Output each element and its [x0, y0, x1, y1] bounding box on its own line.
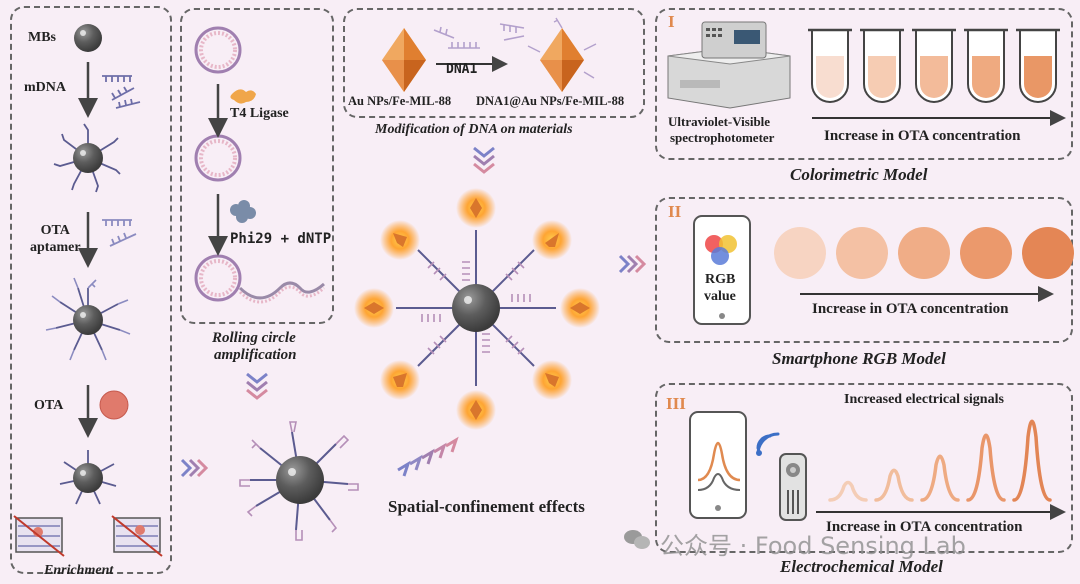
chevron-right-icon [180, 458, 209, 478]
glowing-au-np [354, 188, 600, 430]
smartphone-voltammogram-icon [689, 411, 747, 519]
test-tube [1016, 28, 1060, 103]
test-tube [964, 28, 1008, 103]
chevron-down-icon [473, 146, 495, 174]
value-label: value [704, 289, 736, 304]
instrument-label-line2: spectrophotometer [670, 130, 775, 145]
modification-caption: Modification of DNA on materials [375, 122, 573, 137]
mbs-label: MBs [28, 30, 56, 45]
smartphone-rgb-icon [693, 215, 751, 325]
enrichment-panel [10, 6, 172, 574]
rgb-color-circle [960, 227, 1012, 279]
current-peak [966, 433, 1006, 502]
screen-printed-electrode-icon [779, 453, 807, 521]
discarded-complex-icon [111, 515, 163, 557]
rca-product-bead [239, 421, 359, 541]
au-np-label: Au NPs/Fe-MIL-88 [348, 94, 452, 108]
test-tube-row [808, 28, 1060, 103]
chevron-down-icon [246, 372, 268, 400]
smartphone-axis-label: Increase in OTA concentration [812, 301, 1009, 317]
electrochemical-axis-label: Increase in OTA concentration [826, 519, 1023, 535]
electrochemical-panel [655, 383, 1073, 553]
panel-numeral: II [668, 202, 682, 221]
wifi-icon [756, 432, 780, 456]
modification-panel [343, 8, 645, 118]
enrichment-caption: Enrichment [44, 563, 114, 578]
chevron-right-icon [618, 254, 647, 274]
colorimetric-title: Colorimetric Model [790, 165, 928, 184]
au-np-octahedron-icon [382, 28, 426, 92]
ota-aptamer-label: OTA aptamer [30, 223, 81, 255]
chevron-up-right-icon [397, 436, 459, 477]
rgb-label: RGB [705, 272, 736, 287]
watermark: 公众号 · Food Sensing Lab [660, 532, 966, 560]
ota-label: OTA [34, 398, 64, 413]
signal-label: Increased electrical signals [844, 392, 1004, 407]
spatial-confinement-assembly [354, 188, 600, 430]
current-peak [1012, 419, 1052, 502]
smartphone-panel [655, 197, 1073, 343]
test-tube [860, 28, 904, 103]
current-peak [920, 454, 960, 502]
panel-numeral: III [666, 394, 686, 413]
rca-caption-line2: amplification [214, 347, 297, 363]
current-peak [874, 468, 914, 502]
dna1-au-np-label: DNA1@Au NPs/Fe-MIL-88 [476, 94, 625, 108]
spatial-confinement-caption: Spatial-confinement effects [388, 497, 585, 516]
ota-molecule [100, 391, 128, 419]
rgb-color-circle [774, 227, 826, 279]
rca-panel [180, 8, 334, 324]
phi29-icon [230, 200, 256, 223]
dna1-strand-icon [433, 23, 525, 49]
bead-with-aptamer [45, 277, 131, 361]
rgb-color-circle [836, 227, 888, 279]
rgb-circle-row [774, 227, 1074, 279]
bead-with-ota [59, 450, 117, 505]
magnetic-bead [74, 24, 102, 52]
current-peak [828, 480, 868, 502]
discarded-complex-icon [13, 515, 65, 557]
peak-signal-row [828, 419, 1052, 502]
t4-ligase-icon [230, 89, 256, 104]
smartphone-title: Smartphone RGB Model [772, 349, 946, 368]
wechat-icon [624, 528, 652, 552]
instrument-label-line1: Ultraviolet-Visible [668, 114, 771, 129]
phi29-label: Phi29 + dNTP [230, 231, 332, 247]
mdna-label: mDNA [24, 80, 66, 95]
t4-ligase-label: T4 Ligase [230, 106, 289, 121]
dna1-label: DNA1 [446, 62, 478, 77]
uv-vis-spectrophotometer-icon [667, 21, 791, 109]
panel-numeral: I [668, 12, 675, 31]
electrochemical-title: Electrochemical Model [780, 557, 943, 576]
colorimetric-panel [655, 8, 1073, 160]
test-tube [912, 28, 956, 103]
bead-with-mdna [53, 123, 121, 193]
rca-caption-line1: Rolling circle [212, 330, 296, 346]
dna1-au-np-octahedron-icon [527, 17, 597, 92]
colorimetric-axis-label: Increase in OTA concentration [824, 128, 1021, 144]
test-tube [808, 28, 852, 103]
rgb-color-circle [898, 227, 950, 279]
circular-template [194, 26, 325, 304]
rgb-color-circle [1022, 227, 1074, 279]
